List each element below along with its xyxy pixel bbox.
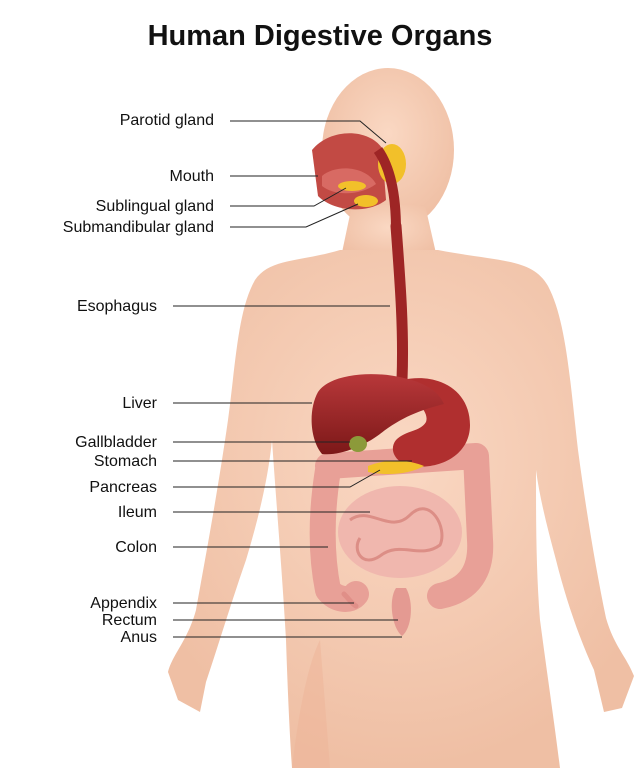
label-submandibular-gland: Submandibular gland [63,219,214,236]
torso-shade [292,640,330,768]
label-gallbladder: Gallbladder [75,434,158,451]
liver-shape [311,374,444,455]
label-pancreas: Pancreas [89,479,157,496]
label-esophagus: Esophagus [77,298,157,315]
label-rectum: Rectum [102,612,157,629]
neck [340,205,438,262]
ileum-shape [338,486,462,578]
leader-pancreas [173,469,381,488]
submandibular-gland-shape [354,195,378,207]
leader-sublingual-gland [230,187,347,207]
label-group: Parotid gland Mouth Sublingual gland Sub… [63,112,412,646]
appendix-shape [341,591,359,609]
label-ileum: Ileum [118,504,157,521]
diagram-title: Human Digestive Organs [147,20,493,52]
label-stomach: Stomach [94,453,157,470]
sublingual-gland-shape [338,181,366,191]
upper-abdomen-organs [311,374,470,474]
pancreas-shape [368,460,424,474]
label-appendix: Appendix [90,595,157,612]
label-liver: Liver [122,395,157,412]
esophagus-tube [390,220,409,386]
leader-submandibular-gland [230,203,359,228]
rectum-shape [391,588,411,636]
intestines [309,443,494,636]
label-anus: Anus [121,629,157,646]
label-parotid-gland: Parotid gland [120,112,214,129]
leader-parotid-gland [230,120,387,144]
ileum-loops [349,507,444,562]
label-mouth: Mouth [170,168,214,185]
gallbladder-shape [349,436,367,452]
label-sublingual-gland: Sublingual gland [96,198,214,215]
label-colon: Colon [115,539,157,556]
stomach-shape [392,378,470,467]
